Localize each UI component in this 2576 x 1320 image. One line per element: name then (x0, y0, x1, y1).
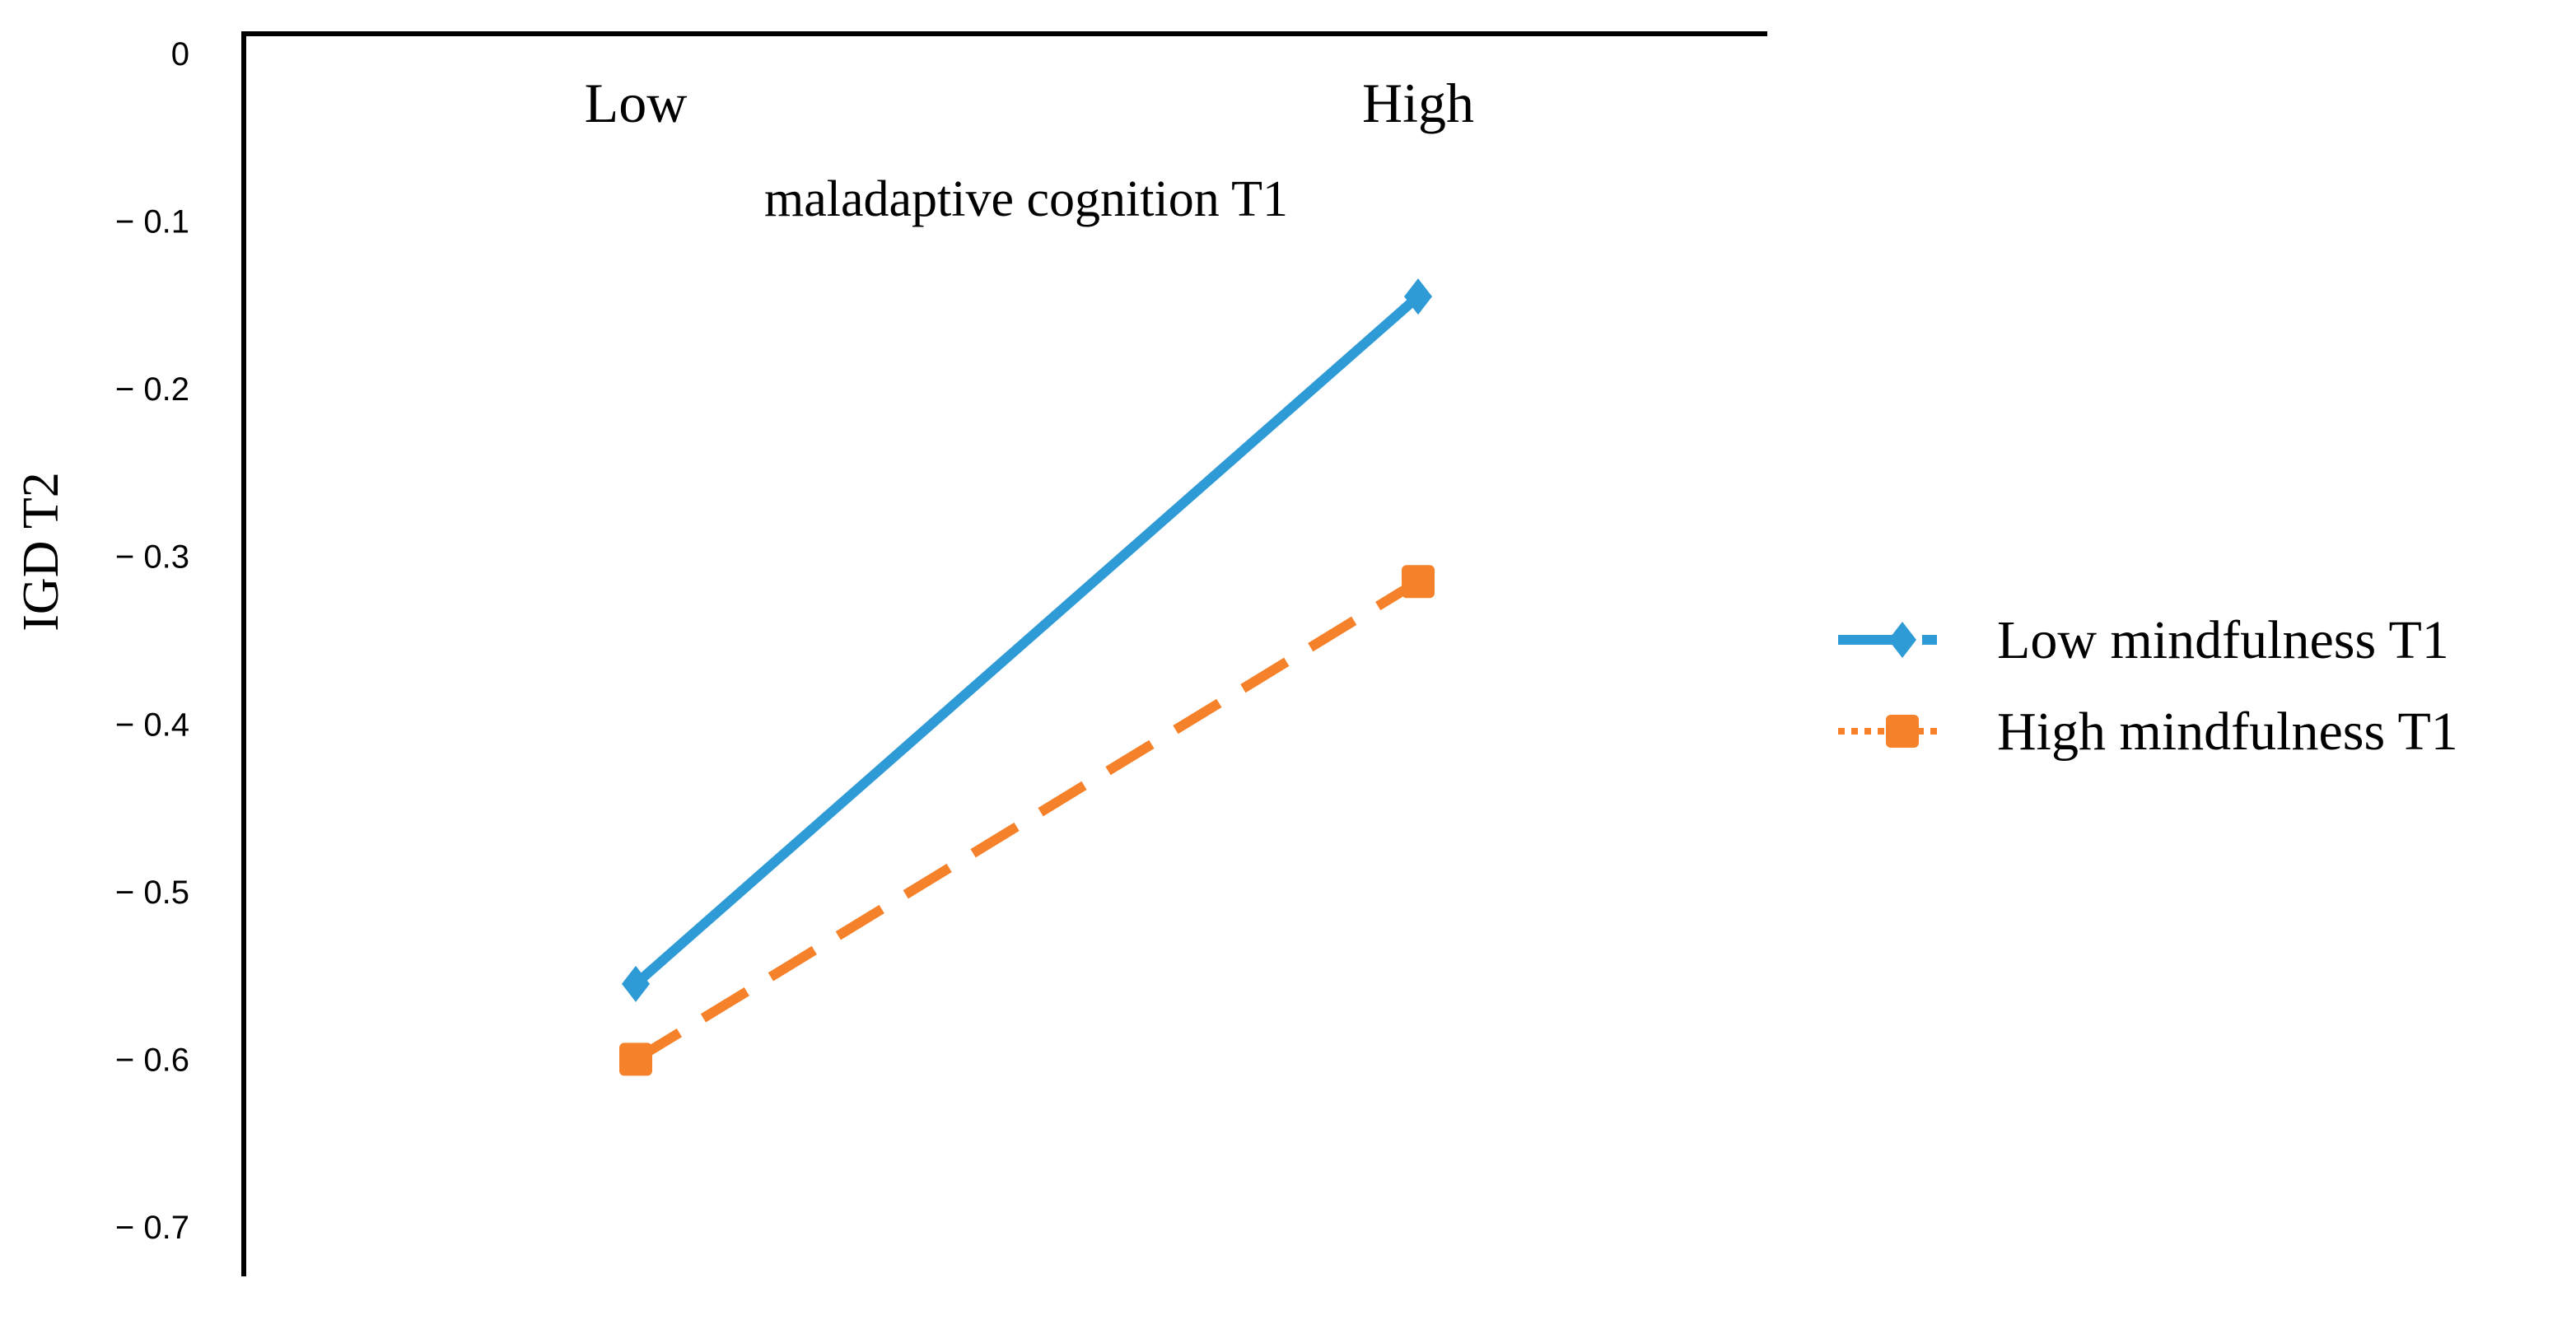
series-point (619, 1042, 652, 1076)
x-axis-title: maladaptive cognition T1 (764, 171, 1288, 227)
legend-swatch-marker (1888, 622, 1916, 658)
series-layer (619, 278, 1435, 1076)
x-category-label: Low (585, 72, 688, 134)
legend: Low mindfulness T1 High mindfulness T1 (1838, 610, 2458, 762)
x-category-label: High (1362, 72, 1474, 134)
y-tick-label: − 0.1 (115, 204, 189, 240)
legend-label: High mindfulness T1 (1997, 702, 2458, 762)
y-tick-label: − 0.2 (115, 371, 189, 408)
series-point (1402, 565, 1435, 599)
legend-label: Low mindfulness T1 (1997, 610, 2449, 670)
y-tick-label: − 0.7 (115, 1210, 189, 1246)
y-tick-label: − 0.6 (115, 1042, 189, 1078)
y-tick-label: 0 (171, 36, 189, 72)
legend-item: Low mindfulness T1 (1838, 610, 2449, 670)
series-line (632, 577, 1421, 1064)
series-line (632, 292, 1421, 988)
series-point (1404, 278, 1432, 315)
series-1 (622, 278, 1432, 1002)
y-tick-label: − 0.4 (115, 707, 189, 743)
y-axis-title: IGD T2 (13, 472, 69, 631)
x-category-labels: Low High (585, 72, 1474, 134)
series-point (622, 965, 650, 1002)
y-tick-label: − 0.3 (115, 539, 189, 576)
y-tick-label: − 0.5 (115, 875, 189, 911)
y-tick-labels: 0 − 0.1 − 0.2 − 0.3 − 0.4 − 0.5 − 0.6 − 0.7 (115, 36, 189, 1246)
legend-swatch-marker (1886, 715, 1919, 748)
series-2 (619, 565, 1435, 1076)
legend-item: High mindfulness T1 (1838, 702, 2458, 762)
